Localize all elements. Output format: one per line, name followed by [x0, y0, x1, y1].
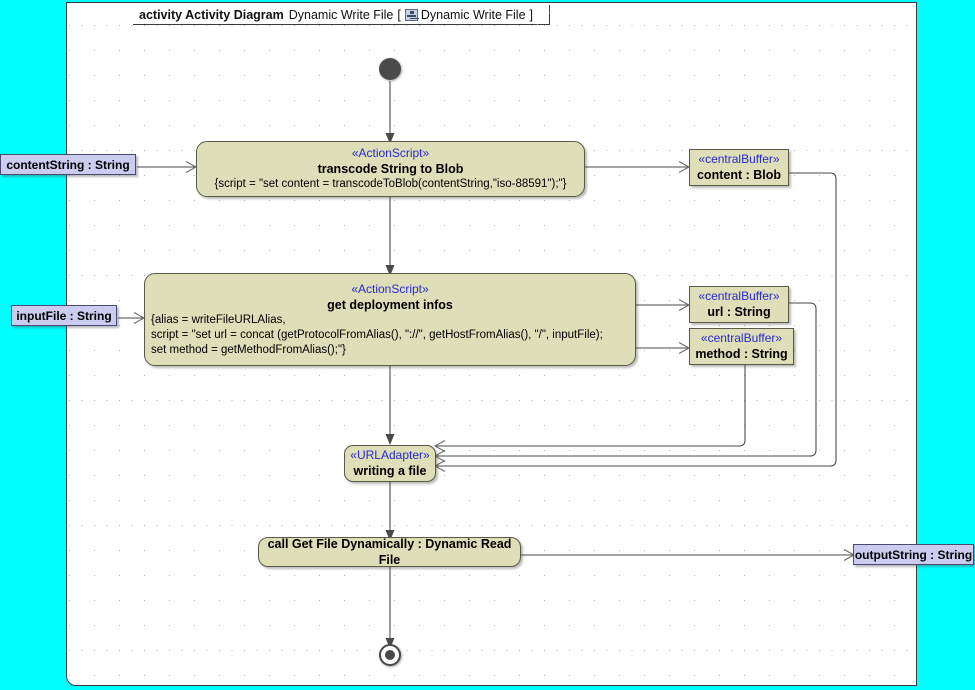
output-pin-output-string[interactable]: outputString : String	[853, 544, 974, 565]
action-script-line-2: script = "set url = concat (getProtocolF…	[151, 328, 603, 341]
initial-node[interactable]	[379, 58, 401, 80]
frame-tab-name: Dynamic Write File	[420, 7, 526, 22]
action-url-adapter-writing-a-file[interactable]: «URLAdapter» writing a file	[344, 445, 436, 482]
input-pin-input-file[interactable]: inputFile : String	[11, 305, 117, 326]
central-buffer-content[interactable]: «centralBuffer» content : Blob	[689, 149, 789, 186]
action-script-line-1: {alias = writeFileURLAlias,	[151, 313, 286, 326]
central-buffer-method[interactable]: «centralBuffer» method : String	[689, 328, 794, 365]
action-script: {script = "set content = transcodeToBlob…	[214, 178, 567, 190]
action-get-deployment-infos[interactable]: «ActionScript» get deployment infos {ali…	[144, 273, 636, 366]
diagram-frame: «ActionScript» transcode String to Blob …	[66, 2, 917, 686]
activity-final-node[interactable]	[379, 644, 401, 666]
call-action-name: call Get File Dynamically : Dynamic Read…	[267, 537, 512, 567]
action-script-line-3: set method = getMethodFromAlias();"}	[151, 343, 346, 356]
buffer-name: method : String	[695, 347, 788, 361]
action-stereotype: «URLAdapter»	[350, 448, 430, 462]
input-pin-content-string[interactable]: contentString : String	[0, 154, 136, 175]
buffer-name: content : Blob	[696, 168, 781, 182]
action-name: get deployment infos	[327, 297, 453, 312]
frame-bracket-open: [	[397, 7, 401, 22]
buffer-name: url : String	[707, 305, 771, 319]
buffer-stereotype: «centralBuffer»	[698, 152, 780, 166]
central-buffer-url[interactable]: «centralBuffer» url : String	[689, 286, 789, 323]
action-transcode-string-to-blob[interactable]: «ActionScript» transcode String to Blob …	[196, 141, 585, 197]
call-behavior-action[interactable]: call Get File Dynamically : Dynamic Read…	[258, 537, 521, 567]
frame-keyword: activity Activity Diagram	[139, 7, 284, 22]
action-stereotype: «ActionScript»	[351, 281, 429, 296]
buffer-stereotype: «centralBuffer»	[700, 331, 783, 345]
activity-diagram-icon	[404, 8, 418, 21]
frame-bracket-close: ]	[529, 7, 534, 22]
frame-name: Dynamic Write File	[288, 7, 394, 22]
action-stereotype: «ActionScript»	[351, 146, 430, 160]
frame-title-tab: activity Activity Diagram Dynamic Write …	[133, 5, 551, 25]
buffer-stereotype: «centralBuffer»	[698, 289, 780, 303]
action-name: transcode String to Blob	[317, 162, 464, 176]
action-name: writing a file	[353, 464, 427, 478]
